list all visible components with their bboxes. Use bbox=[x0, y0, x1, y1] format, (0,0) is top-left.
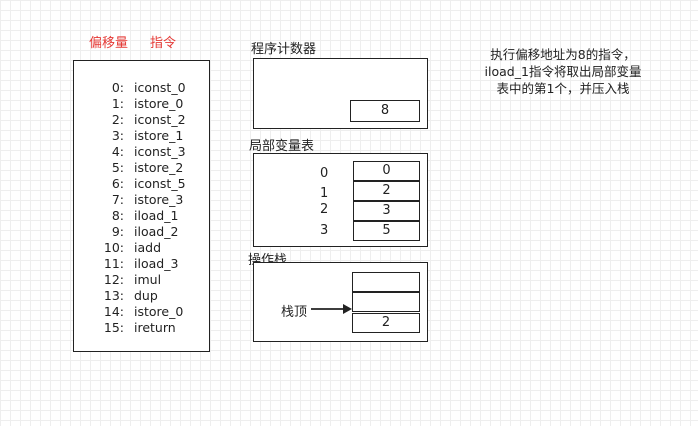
note-line: 表中的第1个，并压入栈 bbox=[496, 81, 630, 96]
bytecode-offset: 4: bbox=[111, 144, 124, 159]
bytecode-offset: 9: bbox=[111, 224, 124, 239]
lvt-index: 3 bbox=[320, 223, 329, 238]
bytecode-offset: 15: bbox=[103, 320, 124, 335]
lvt-slot: 2 bbox=[353, 181, 420, 201]
bytecode-offset: 7: bbox=[111, 192, 124, 207]
lvt-title: 局部变量表 bbox=[249, 139, 315, 154]
stack-slot: 2 bbox=[352, 313, 420, 333]
bytecode-op: istore_2 bbox=[134, 160, 184, 175]
note-line: 执行偏移地址为8的指令， bbox=[490, 47, 636, 62]
bytecode-op: iconst_3 bbox=[134, 144, 186, 159]
bytecode-offset: 11: bbox=[103, 256, 124, 271]
lvt-slot: 0 bbox=[353, 161, 420, 181]
note: 执行偏移地址为8的指令， iload_1指令将取出局部变量 表中的第1个，并压入… bbox=[478, 46, 648, 97]
stack-slot bbox=[352, 272, 420, 292]
offset-header: 偏移量 bbox=[89, 36, 129, 51]
bytecode-offset: 12: bbox=[103, 272, 124, 287]
bytecode-op: iconst_0 bbox=[134, 80, 186, 95]
pc-value: 8 bbox=[350, 100, 420, 122]
bytecode-offset: 0: bbox=[111, 80, 124, 95]
lvt-index: 0 bbox=[320, 166, 329, 181]
pc-title: 程序计数器 bbox=[251, 42, 317, 57]
bytecode-op: istore_0 bbox=[134, 304, 184, 319]
bytecode-offset: 3: bbox=[111, 128, 124, 143]
bytecode-op: istore_0 bbox=[134, 96, 184, 111]
stack-slot bbox=[352, 292, 420, 312]
bytecode-op: iload_2 bbox=[134, 224, 179, 239]
bytecode-op: iadd bbox=[134, 240, 162, 255]
bytecode-offset: 14: bbox=[103, 304, 124, 319]
stack-top-arrow bbox=[311, 304, 352, 314]
stack-top-label: 栈顶 bbox=[281, 305, 308, 320]
bytecode-op: imul bbox=[134, 272, 162, 287]
lvt-slot: 5 bbox=[353, 221, 420, 241]
lvt-index: 1 bbox=[320, 186, 329, 201]
bytecode-offset: 5: bbox=[111, 160, 124, 175]
bytecode-op: iload_1 bbox=[134, 208, 179, 223]
bytecode-op: dup bbox=[134, 288, 158, 303]
bytecode-offset: 10: bbox=[103, 240, 124, 255]
note-line: iload_1指令将取出局部变量 bbox=[484, 64, 642, 79]
bytecode-op: iconst_2 bbox=[134, 112, 186, 127]
bytecode-offset: 1: bbox=[111, 96, 124, 111]
bytecode-op: iload_3 bbox=[134, 256, 179, 271]
bytecode-op: iconst_5 bbox=[134, 176, 186, 191]
bytecode-offset: 6: bbox=[111, 176, 124, 191]
bytecode-offset: 13: bbox=[103, 288, 124, 303]
lvt-index: 2 bbox=[320, 202, 329, 217]
lvt-slot: 3 bbox=[353, 201, 420, 221]
bytecode-op: ireturn bbox=[134, 320, 176, 335]
bytecode-offset: 2: bbox=[111, 112, 124, 127]
bytecode-offset: 8: bbox=[111, 208, 124, 223]
bytecode-op: istore_1 bbox=[134, 128, 184, 143]
bytecode-box bbox=[73, 60, 210, 352]
instruction-header: 指令 bbox=[150, 36, 177, 51]
bytecode-op: istore_3 bbox=[134, 192, 184, 207]
